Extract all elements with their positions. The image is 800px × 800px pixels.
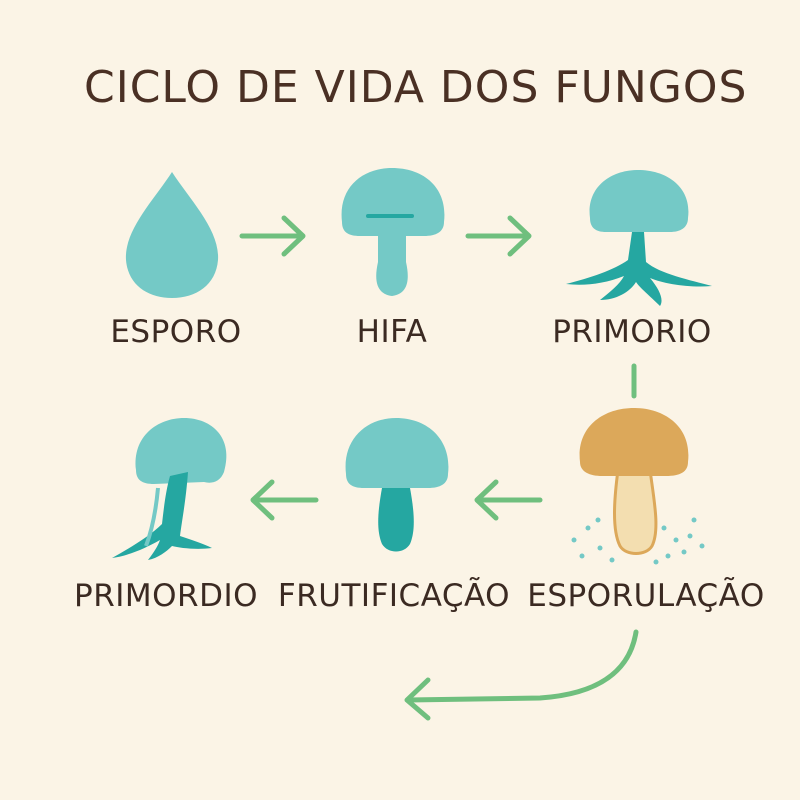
- rooted-mushroom-icon: [566, 170, 712, 306]
- diagram-title: CICLO DE VIDA DOS FUNGOS: [84, 62, 748, 113]
- return-arrow: [404, 629, 639, 721]
- arrow-hifa-to-primorio: [465, 215, 532, 257]
- stage-label-frutificacao: FRUTIFICAÇÃO: [277, 578, 511, 614]
- stage-label-esporo: ESPORO: [110, 314, 242, 350]
- spore-dots: [571, 517, 705, 565]
- spore-release-mushroom-icon: [571, 408, 705, 565]
- fruiting-mushroom-icon: [345, 418, 449, 552]
- hypha-mushroom-icon: [341, 168, 445, 296]
- arrow-esporo-to-hifa: [239, 215, 306, 257]
- stage-label-primorio: PRIMORIO: [552, 314, 712, 350]
- spore-drop-icon: [125, 172, 219, 298]
- stage-label-primordio: PRIMORDIO: [74, 578, 258, 614]
- stage-label-hifa: HIFA: [356, 314, 428, 350]
- primordium-mushroom-icon: [112, 418, 227, 560]
- stage-label-esporulacao: ESPORULAÇÃO: [527, 578, 765, 614]
- arrow-frutificacao-to-primordio: [250, 479, 319, 521]
- arrow-esporulacao-to-frutificacao: [474, 479, 543, 521]
